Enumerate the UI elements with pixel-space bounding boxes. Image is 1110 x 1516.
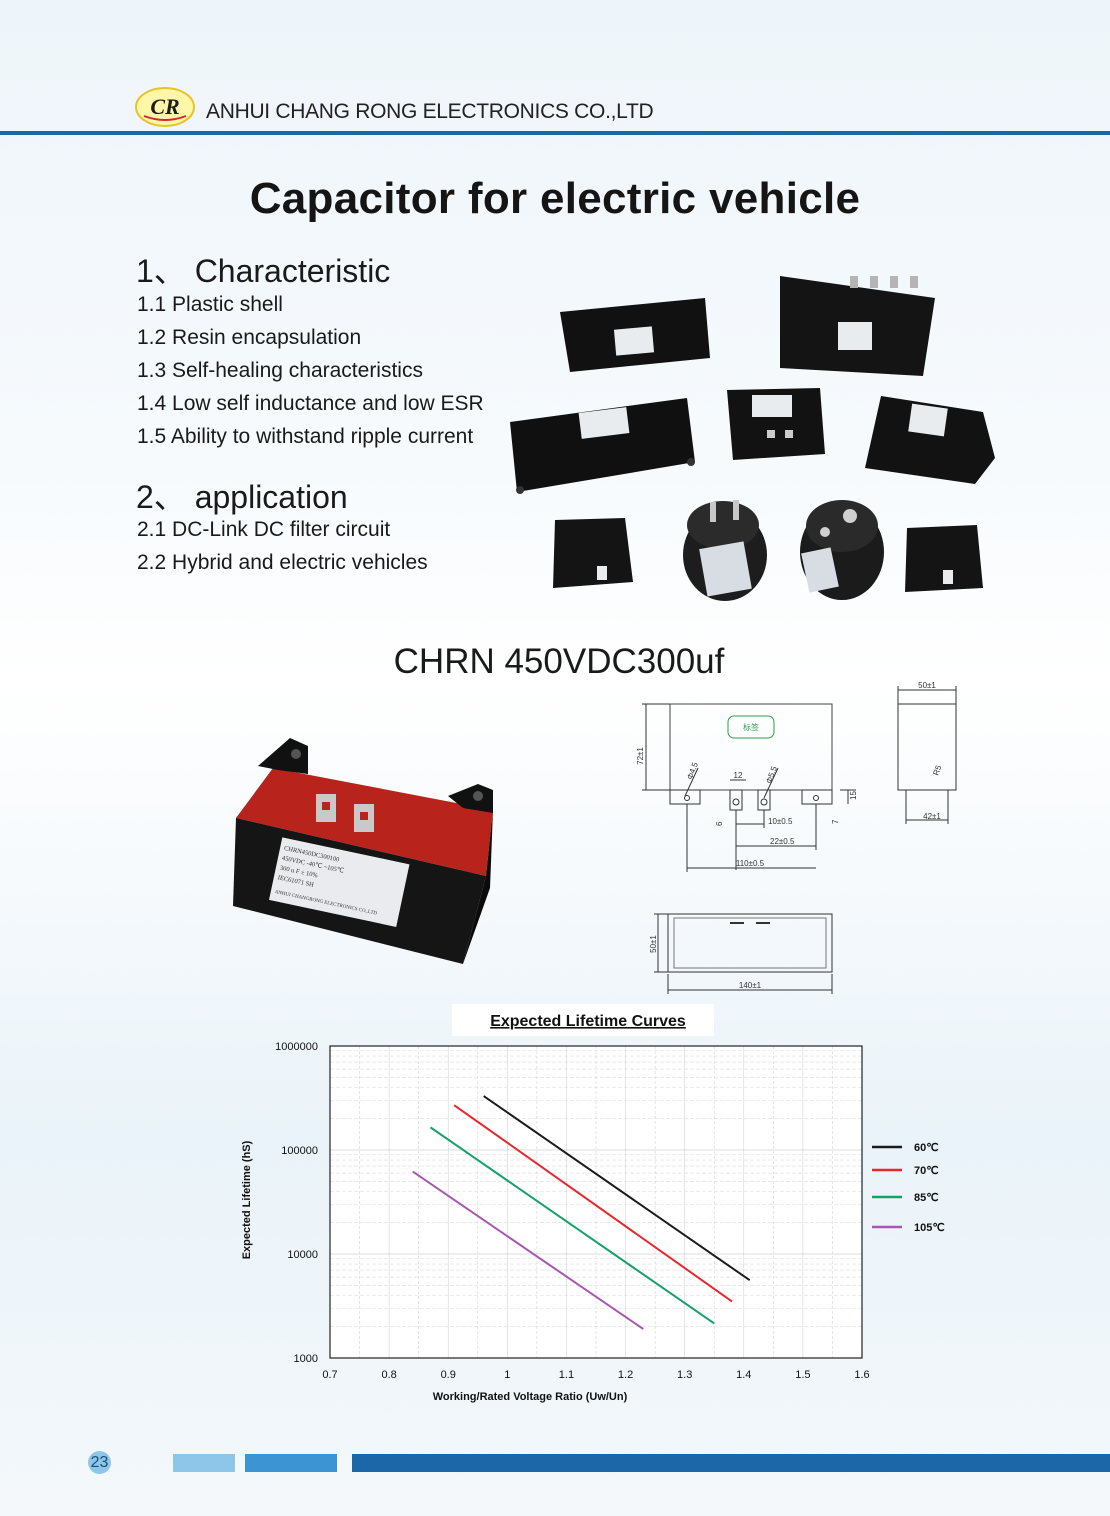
dim-bottom-height: 50±1 <box>649 935 658 953</box>
characteristic-item: 1.4 Low self inductance and low ESR <box>137 392 484 415</box>
dim-w110: 110±0.5 <box>736 859 765 868</box>
lifetime-chart: Expected Lifetime Curves 0.7 0.8 0.9 1 1.1 1.… <box>241 1004 945 1403</box>
model-title: CHRN 450VDC300uf <box>393 642 725 681</box>
footer-bar-mid <box>245 1454 337 1472</box>
main-product-photo: CHRN450DC300100 450VDC -40℃ ~105℃ 300 u … <box>233 738 493 964</box>
characteristic-item: 1.3 Self-healing characteristics <box>137 359 423 382</box>
x-tick-label: 1.2 <box>618 1369 633 1381</box>
chart-title: Expected Lifetime Curves <box>490 1013 686 1030</box>
application-item: 2.1 DC-Link DC filter circuit <box>137 518 391 541</box>
chart-ylabel: Expected Lifetime (hS) <box>241 1140 253 1259</box>
capacitor-photo <box>800 500 884 600</box>
dim-w10: 10±0.5 <box>768 817 793 826</box>
dim-w22: 22±0.5 <box>770 837 795 846</box>
dim-d1: Φ4.5 <box>685 761 700 781</box>
dim-side-42: 42±1 <box>923 812 941 821</box>
x-tick-label: 0.7 <box>322 1369 337 1381</box>
capacitor-photo <box>865 396 995 484</box>
capacitor-photo <box>683 500 767 601</box>
dim-d2: Φ5.5 <box>764 765 779 785</box>
label-box-text: 标签 <box>743 722 759 732</box>
y-tick-label: 1000 <box>294 1353 318 1365</box>
dim-side-width: 50±1 <box>918 681 936 690</box>
series-line <box>453 1104 733 1303</box>
application-item: 2.2 Hybrid and electric vehicles <box>137 551 428 574</box>
chart-title-box <box>452 1004 714 1036</box>
legend-label: 105℃ <box>914 1222 945 1234</box>
x-tick-label: 0.8 <box>381 1369 396 1381</box>
capacitor-photo <box>510 398 695 494</box>
capacitor-photo <box>553 518 633 588</box>
legend-label: 85℃ <box>914 1192 939 1204</box>
y-tick-label: 100000 <box>281 1145 318 1157</box>
page-title: Capacitor for electric vehicle <box>249 174 861 223</box>
characteristic-item: 1.2 Resin encapsulation <box>137 326 362 349</box>
footer-bar-light <box>173 1454 235 1472</box>
page-number: 23 <box>88 1451 111 1474</box>
y-tick-label: 1000000 <box>275 1041 318 1053</box>
application-heading: 2、 application <box>136 479 348 515</box>
series-line <box>483 1095 751 1282</box>
capacitor-photo <box>780 276 935 376</box>
x-tick-label: 1.6 <box>854 1369 869 1381</box>
logo-text: CR <box>150 94 179 119</box>
company-logo: CR <box>135 87 195 127</box>
y-tick-label: 10000 <box>287 1249 318 1261</box>
dim-side-r: R5 <box>931 763 943 776</box>
dim-bottom-width: 140±1 <box>739 981 762 990</box>
characteristic-heading: 1、 Characteristic <box>136 253 391 289</box>
dimension-drawing: 标签 72±1 Φ4.5 Φ5.5 12 15 6 7 10±0.5 22±0.… <box>636 681 957 994</box>
x-tick-label: 1.3 <box>677 1369 692 1381</box>
x-tick-label: 1.5 <box>795 1369 810 1381</box>
series-line <box>429 1126 715 1325</box>
dim-h15: 15 <box>849 791 858 800</box>
characteristic-item: 1.1 Plastic shell <box>137 293 283 316</box>
x-tick-label: 1.1 <box>559 1369 574 1381</box>
chart-xlabel: Working/Rated Voltage Ratio (Uw/Un) <box>433 1391 628 1403</box>
characteristic-item: 1.5 Ability to withstand ripple current <box>137 425 474 448</box>
company-name: ANHUI CHANG RONG ELECTRONICS CO.,LTD <box>206 100 654 123</box>
series-line <box>412 1170 644 1330</box>
x-tick-label: 0.9 <box>441 1369 456 1381</box>
dim-h6: 6 <box>715 821 724 826</box>
footer-bar-main <box>352 1454 1110 1472</box>
capacitor-photo <box>905 525 983 592</box>
x-tick-label: 1 <box>504 1369 510 1381</box>
x-tick-label: 1.4 <box>736 1369 751 1381</box>
product-photo-collage <box>510 276 995 601</box>
legend-label: 70℃ <box>914 1165 939 1177</box>
capacitor-photo <box>727 388 825 460</box>
dim-h7: 7 <box>831 819 840 824</box>
plot-frame <box>329 1045 863 1359</box>
capacitor-photo <box>560 298 710 372</box>
legend-label: 60℃ <box>914 1142 939 1154</box>
dim-height: 72±1 <box>636 747 645 765</box>
dim-w12: 12 <box>734 771 743 780</box>
header-rule <box>0 131 1110 135</box>
